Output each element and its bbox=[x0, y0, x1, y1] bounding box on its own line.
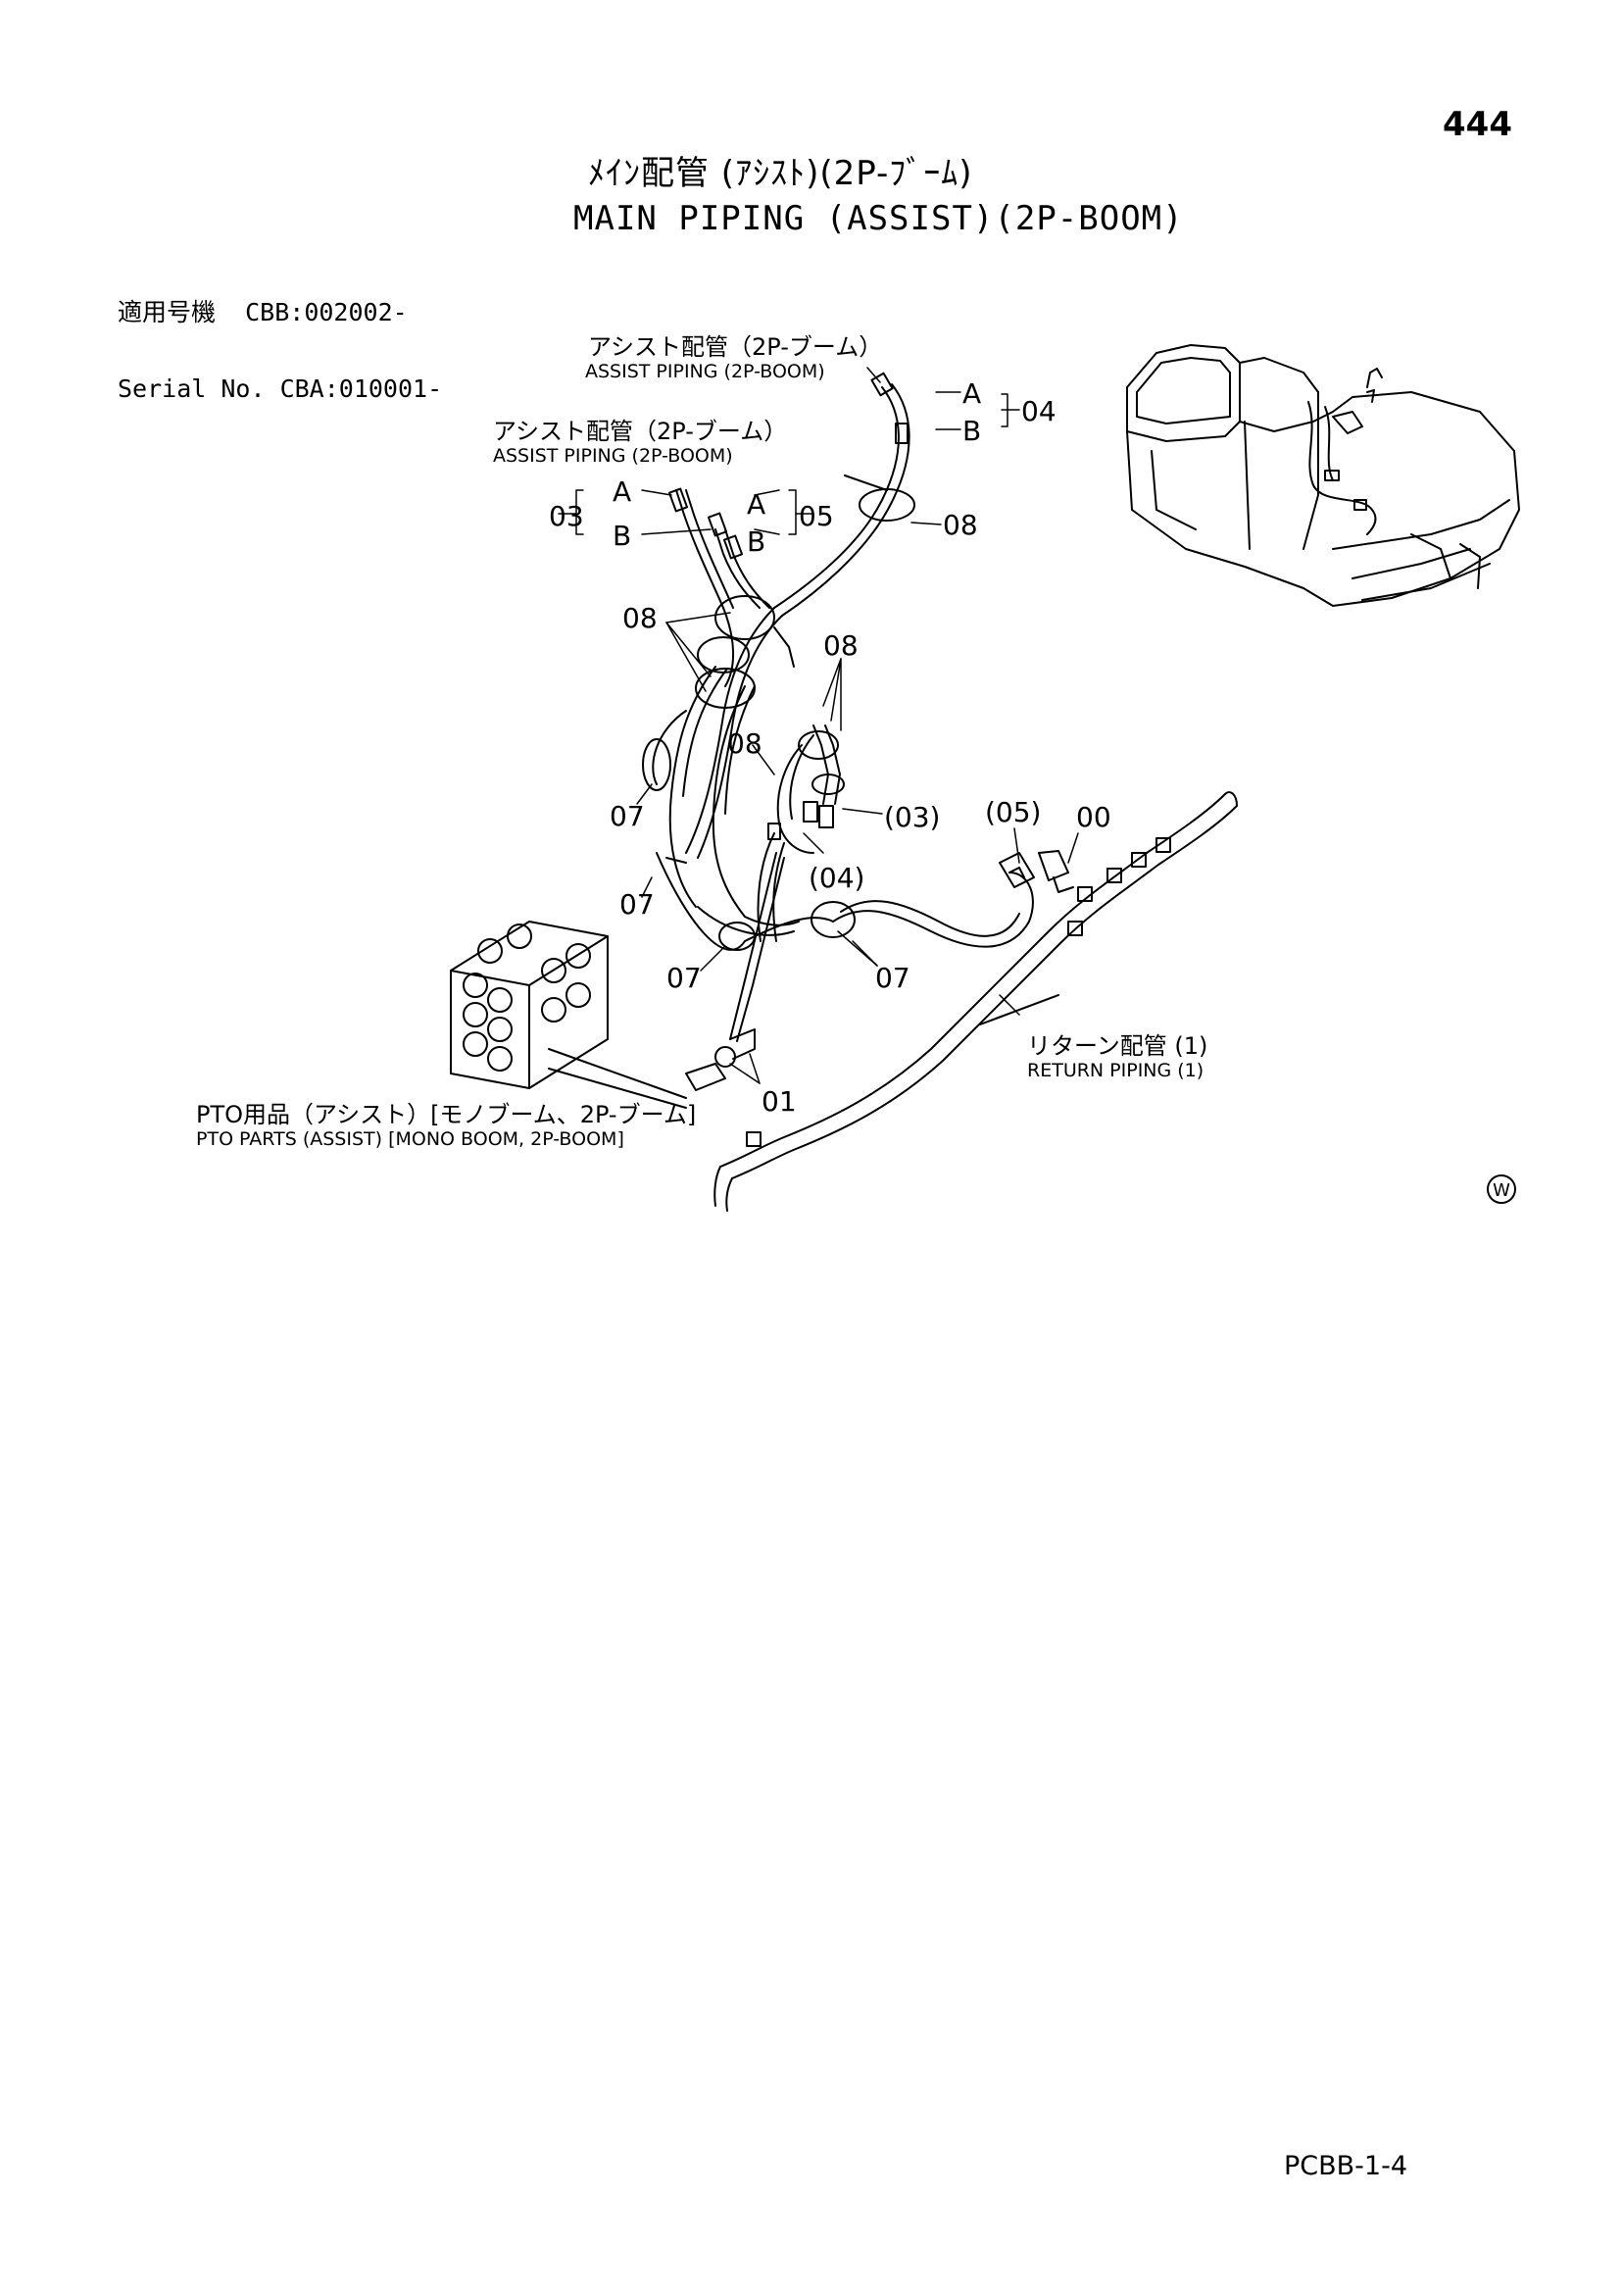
label-assist-piping-1-ja: アシスト配管（2P-ブーム） bbox=[588, 333, 882, 361]
leader-lines bbox=[558, 367, 1079, 1084]
callout-08-left: 08 bbox=[622, 602, 658, 634]
excavator-overview-drawing bbox=[1126, 344, 1520, 607]
callout-01: 01 bbox=[762, 1085, 797, 1118]
footer-page-code: PCBB-1-4 bbox=[1284, 2151, 1408, 2181]
assist-hose-left-bundle bbox=[642, 487, 800, 936]
callout-07-a: 07 bbox=[610, 800, 645, 832]
callout-03: 03 bbox=[549, 500, 584, 532]
control-valve-block bbox=[450, 921, 687, 1109]
callout-05: 05 bbox=[799, 500, 834, 532]
hoses-to-control-valve bbox=[656, 852, 1034, 1091]
return-pipe bbox=[713, 791, 1238, 1212]
serial-row-2: Serial No. CBA:010001- bbox=[118, 376, 442, 404]
serial-label-japanese: 適用号機 bbox=[118, 298, 217, 326]
page-title-english: MAIN PIPING (ASSIST)(2P-BOOM) bbox=[573, 199, 1184, 238]
label-pto-parts-ja: PTO用品（アシスト）[モノブーム、2P-ブーム] bbox=[196, 1101, 696, 1128]
callout-07-b: 07 bbox=[619, 888, 655, 921]
page-number: 444 bbox=[1443, 105, 1512, 144]
serial-label-english: Serial No. bbox=[118, 374, 266, 403]
callout-08-low: 08 bbox=[727, 727, 762, 760]
label-return-piping-ja: リターン配管 (1) bbox=[1027, 1032, 1207, 1060]
callout-a-mid: A bbox=[747, 488, 765, 521]
callout-03-paren: (03) bbox=[884, 801, 940, 833]
label-assist-piping-2-ja: アシスト配管（2P-ブーム） bbox=[493, 418, 787, 445]
callout-00: 00 bbox=[1076, 801, 1111, 833]
callout-04-paren: (04) bbox=[809, 862, 864, 894]
callout-a-top: A bbox=[962, 377, 981, 410]
callout-b-left: B bbox=[613, 520, 631, 552]
serial-code-2: CBA:010001- bbox=[279, 374, 443, 403]
watermark-letter: W bbox=[1493, 1180, 1510, 1201]
coupler-parts bbox=[999, 850, 1074, 893]
callout-07-d: 07 bbox=[875, 962, 910, 994]
callout-b-mid: B bbox=[747, 525, 765, 558]
serial-block: 適用号機 CBB:002002- Serial No. CBA:010001- bbox=[118, 251, 442, 453]
label-pto-parts-en: PTO PARTS (ASSIST) [MONO BOOM, 2P-BOOM] bbox=[196, 1128, 624, 1150]
callout-04: 04 bbox=[1021, 395, 1057, 427]
label-assist-piping-2-en: ASSIST PIPING (2P-BOOM) bbox=[493, 445, 733, 467]
watermark-w-symbol: W bbox=[1487, 1174, 1516, 1204]
callout-a-left: A bbox=[613, 475, 631, 508]
callout-b-top: B bbox=[962, 415, 981, 447]
callout-08-right: 08 bbox=[943, 509, 978, 541]
serial-code-1: CBB:002002- bbox=[245, 298, 408, 326]
callout-05-paren: (05) bbox=[985, 796, 1041, 828]
callout-07-c: 07 bbox=[666, 962, 702, 994]
page-title-japanese: ﾒｲﾝ配管 (ｱｼｽﾄ)(2P-ﾌﾞｰﾑ) bbox=[588, 154, 973, 193]
label-assist-piping-1-en: ASSIST PIPING (2P-BOOM) bbox=[585, 361, 825, 382]
callout-08-mid: 08 bbox=[823, 629, 859, 662]
label-return-piping-en: RETURN PIPING (1) bbox=[1027, 1060, 1204, 1081]
serial-row-1: 適用号機 CBB:002002- bbox=[118, 300, 442, 327]
assist-hose-inner-loop bbox=[757, 724, 845, 942]
